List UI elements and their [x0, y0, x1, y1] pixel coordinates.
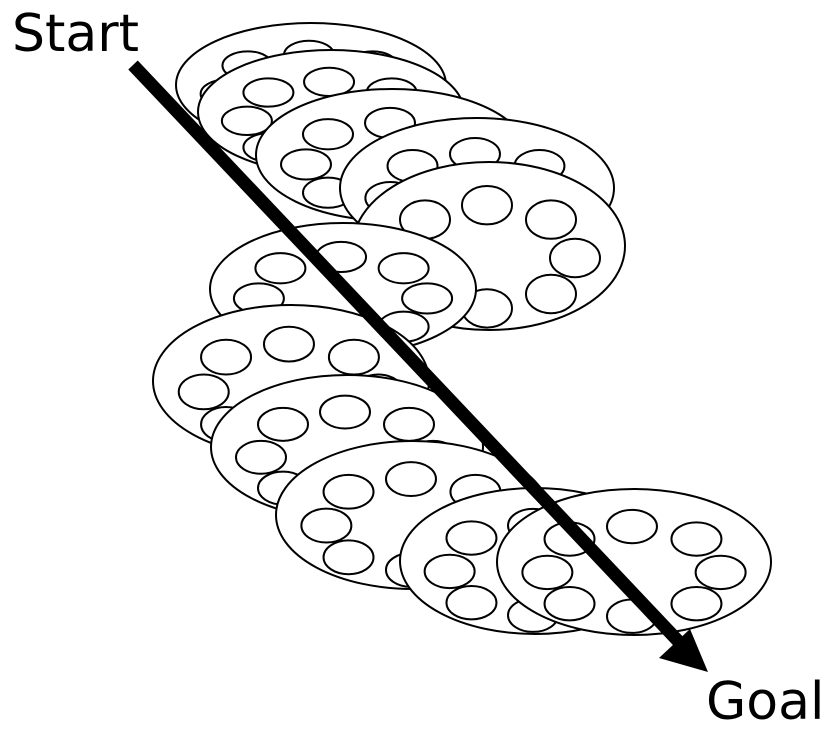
disk-hole [446, 586, 496, 619]
disk-hole [324, 540, 374, 574]
disk-hole [324, 475, 374, 509]
disk-hole [386, 462, 436, 496]
disk-hole [301, 509, 351, 543]
disk-hole [201, 340, 251, 375]
disk-hole [462, 186, 512, 224]
disk-hole [607, 510, 657, 543]
disk-hole [550, 239, 600, 277]
disk-hole [329, 340, 379, 375]
disk-hole [255, 253, 305, 283]
disk-hole [258, 408, 308, 441]
disk-hole [179, 374, 229, 409]
disk-hole [320, 396, 370, 429]
disk-hole [526, 200, 576, 238]
disk-hole [264, 327, 314, 362]
disk-hole [446, 521, 496, 554]
disk-hole [402, 283, 452, 313]
disk-hole [671, 522, 721, 555]
goal-label: Goal [706, 676, 824, 728]
start-label: Start [12, 8, 139, 60]
disk-hole [522, 556, 572, 589]
disk-hole [545, 587, 595, 620]
disk-hole [281, 149, 331, 179]
disk [497, 489, 771, 635]
disk-hole [671, 587, 721, 620]
disk-hole [303, 119, 353, 149]
disk-hole [696, 556, 746, 589]
disk-hole [526, 275, 576, 313]
disk-hole [379, 253, 429, 283]
disk-hole [384, 408, 434, 441]
disk-hole [236, 441, 286, 474]
state-disks [153, 23, 771, 635]
disk-hole [425, 555, 475, 588]
disk-hole [243, 78, 293, 106]
